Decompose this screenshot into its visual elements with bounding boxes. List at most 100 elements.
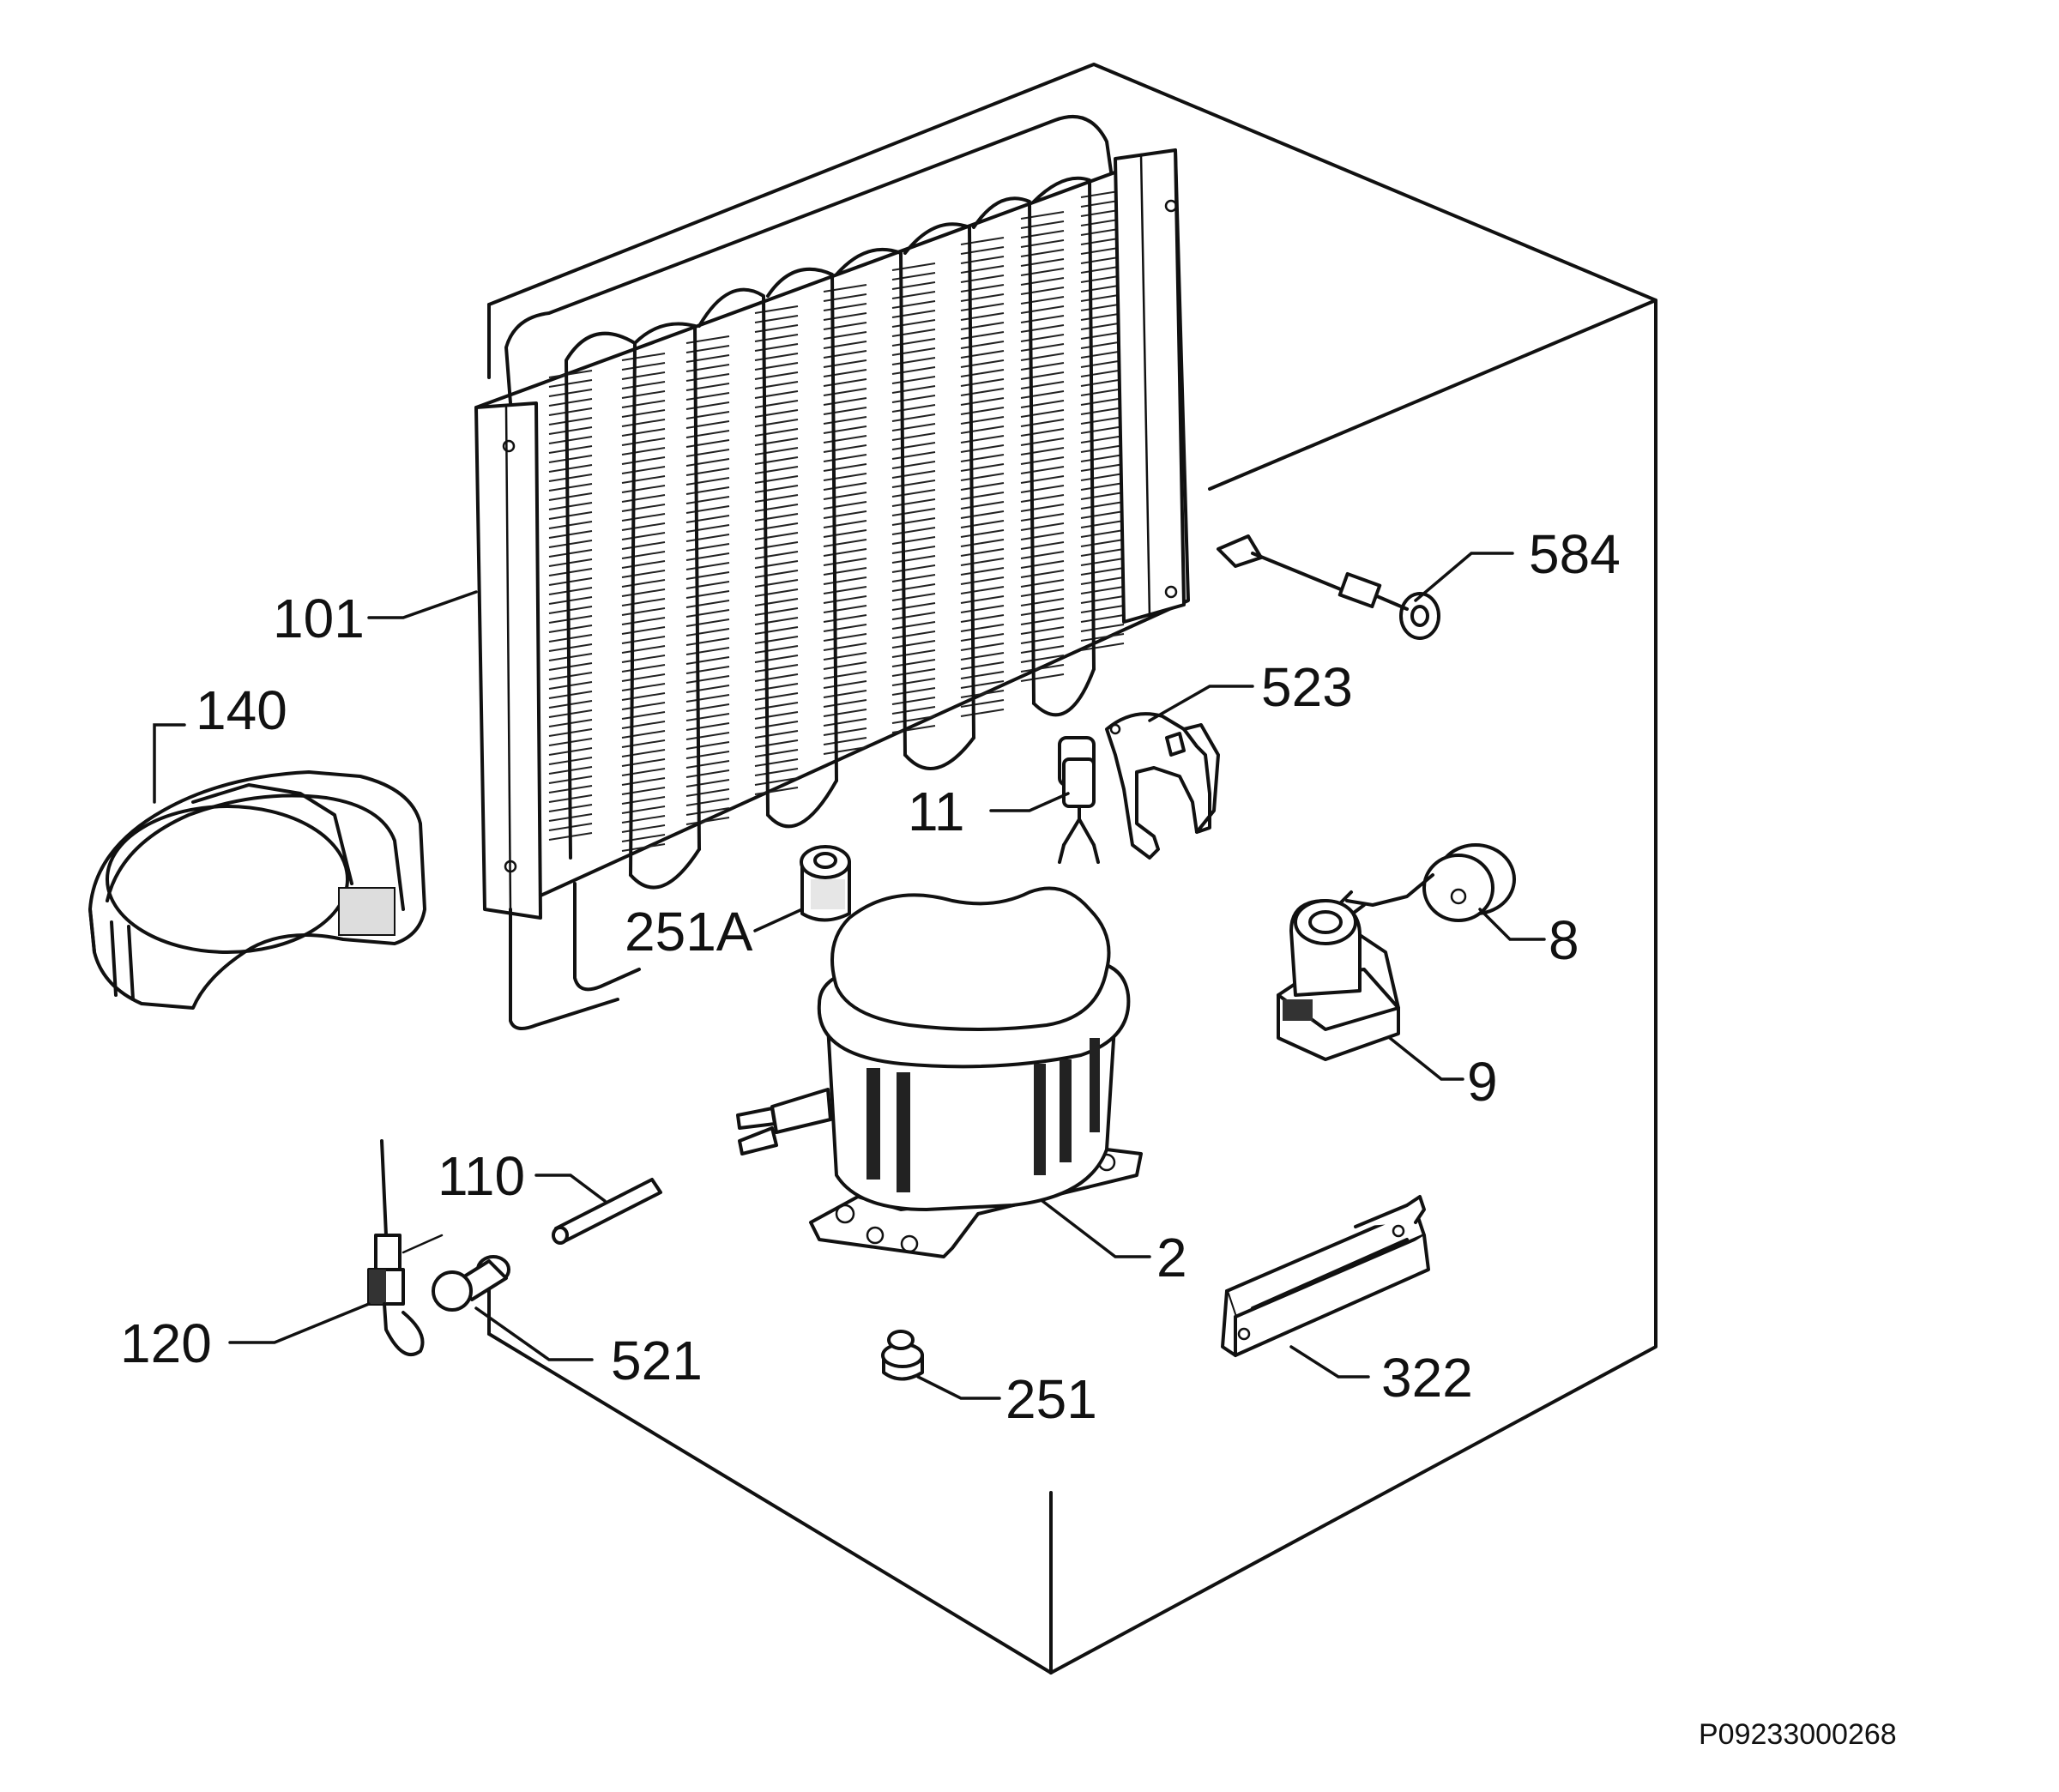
fin-line: [823, 350, 867, 359]
fin-line: [1020, 409, 1065, 418]
fin-line: [685, 685, 730, 693]
fin-line: [823, 331, 867, 340]
fin-line: [754, 787, 799, 795]
fin-line: [685, 515, 730, 523]
fin-line: [823, 529, 867, 538]
fin-line: [1080, 576, 1125, 585]
condenser: [474, 115, 1190, 1030]
fin-line: [823, 397, 867, 406]
fin-line: [891, 687, 936, 696]
fin-line: [685, 788, 730, 797]
fin-line: [621, 400, 666, 408]
thermal-sensor: [1217, 534, 1440, 640]
fin-line: [960, 548, 1005, 557]
fin-line: [621, 598, 666, 606]
fin-line: [621, 777, 666, 786]
fin-line: [960, 624, 1005, 632]
fin-line: [1020, 626, 1065, 635]
fin-line: [621, 824, 666, 833]
fin-line: [1020, 673, 1065, 682]
fin-line: [621, 485, 666, 493]
fin-line: [1020, 296, 1065, 305]
document-code: P09233000268: [1699, 1718, 1897, 1751]
fin-line: [548, 417, 593, 425]
fin-line: [823, 680, 867, 689]
fin-line: [754, 607, 799, 616]
fin-line: [960, 407, 1005, 415]
fin-line: [960, 378, 1005, 387]
fin-line: [823, 690, 867, 698]
fin-line: [621, 787, 666, 795]
fin-line: [960, 558, 1005, 566]
fin-line: [754, 711, 799, 720]
fin-line: [685, 486, 730, 495]
fin-line: [685, 534, 730, 542]
fin-line: [891, 697, 936, 705]
fin-line: [685, 609, 730, 618]
fin-line: [823, 435, 867, 443]
fin-line: [1020, 353, 1065, 361]
fin-line: [1020, 494, 1065, 503]
fin-line: [1020, 277, 1065, 286]
fin-line: [621, 456, 666, 465]
fin-line: [960, 605, 1005, 613]
fin-line: [685, 364, 730, 372]
fin-line: [891, 385, 936, 394]
fin-line: [754, 570, 799, 578]
fin-line: [823, 463, 867, 472]
fin-line: [548, 426, 593, 435]
fin-line: [960, 388, 1005, 396]
fin-line: [685, 751, 730, 759]
fin-line: [548, 474, 593, 482]
fin-line: [621, 428, 666, 437]
fin-line: [1020, 362, 1065, 371]
fin-line: [1080, 624, 1125, 632]
fin-line: [823, 388, 867, 396]
starter-relay: [1277, 899, 1400, 1061]
fin-line: [685, 779, 730, 787]
fin-line: [548, 596, 593, 605]
compressor: [736, 886, 1143, 1258]
fin-line: [960, 303, 1005, 311]
fin-line: [685, 383, 730, 391]
fin-line: [548, 568, 593, 576]
fin-line: [548, 530, 593, 539]
fin-line: [754, 419, 799, 427]
fin-line: [823, 473, 867, 481]
fin-line: [685, 373, 730, 382]
fin-line: [823, 614, 867, 623]
fin-line: [754, 541, 799, 550]
fin-line: [1020, 475, 1065, 484]
fin-line: [1080, 614, 1125, 623]
fin-line: [960, 416, 1005, 425]
fin-line: [685, 703, 730, 712]
fin-line: [754, 579, 799, 588]
fin-line: [823, 454, 867, 462]
fin-line: [548, 436, 593, 444]
fin-line: [685, 392, 730, 401]
service-valve: [367, 1139, 444, 1357]
fin-line: [960, 661, 1005, 670]
fin-line: [685, 722, 730, 731]
fin-line: [823, 718, 867, 727]
fin-line: [621, 730, 666, 739]
fin-line: [891, 668, 936, 677]
fin-line: [685, 401, 730, 410]
fin-line: [1020, 249, 1065, 257]
fin-line: [1020, 570, 1065, 578]
fin-line: [1020, 456, 1065, 465]
fin-line: [960, 312, 1005, 321]
fin-line: [960, 690, 1005, 698]
fin-line: [621, 655, 666, 663]
fin-line: [1080, 529, 1125, 538]
fin-line: [960, 671, 1005, 679]
fin-line: [685, 581, 730, 589]
fin-line: [754, 749, 799, 757]
fin-line: [1020, 239, 1065, 248]
fin-line: [891, 517, 936, 526]
fin-line: [891, 310, 936, 318]
drip-tray-mesh: [338, 887, 395, 936]
fin-line: [548, 558, 593, 567]
part-label-140: 140: [196, 679, 287, 741]
fin-line: [548, 511, 593, 520]
